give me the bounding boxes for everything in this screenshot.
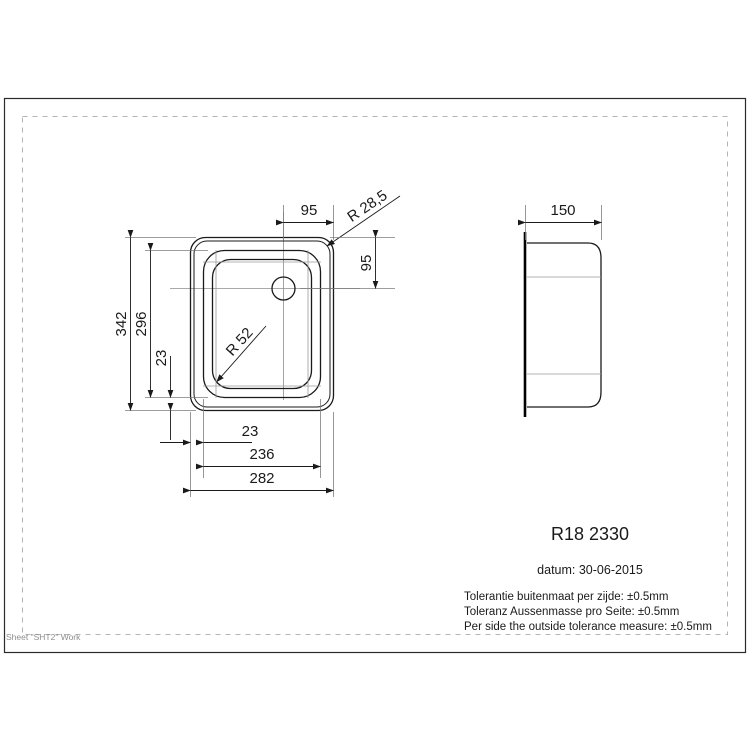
model-title: R18 2330 [551,524,629,544]
sink-rim-inner-edge [193,240,331,408]
sink-bowl-opening-outline [202,249,322,399]
tolerance-nl-label: Tolerantie buitenmaat per zijde: ±0.5mm [464,591,668,603]
drain-hole [271,276,296,301]
side-view-body-outline [527,242,602,408]
sheet-tab-label[interactable]: Sheet "SHT2" Work [6,632,81,642]
date-label: datum: 30-06-2015 [537,563,643,577]
dim-23-horizontal-label: 23 [242,423,259,440]
dim-342-label: 342 [113,311,130,336]
tolerance-en-label: Per side the outside tolerance measure: … [464,621,712,633]
radius-52-leader-line [216,325,267,383]
dim-236-label: 236 [249,446,274,463]
dim-95-vertical-label: 95 [358,255,375,272]
dim-150-label: 150 [550,202,575,219]
dim-95-horizontal-label: 95 [301,202,318,219]
plan-view-group: R 52 R 28,5 342 296 23 95 [113,187,401,497]
sheet-inner-dashed-frame [22,116,728,635]
sink-outer-rim-outline [189,236,335,412]
sink-bowl-base-outline [211,258,313,390]
radius-285-label: R 28,5 [344,187,390,226]
dim-23-vertical-label: 23 [153,350,170,367]
title-block-group: R18 2330 datum: 30-06-2015 Tolerantie bu… [464,524,712,633]
tolerance-de-label: Toleranz Aussenmasse pro Seite: ±0.5mm [464,606,679,618]
sheet-outer-border [3,97,747,654]
side-view-group: 150 [517,202,602,417]
dim-296-label: 296 [133,311,150,336]
dim-282-label: 282 [249,470,274,487]
